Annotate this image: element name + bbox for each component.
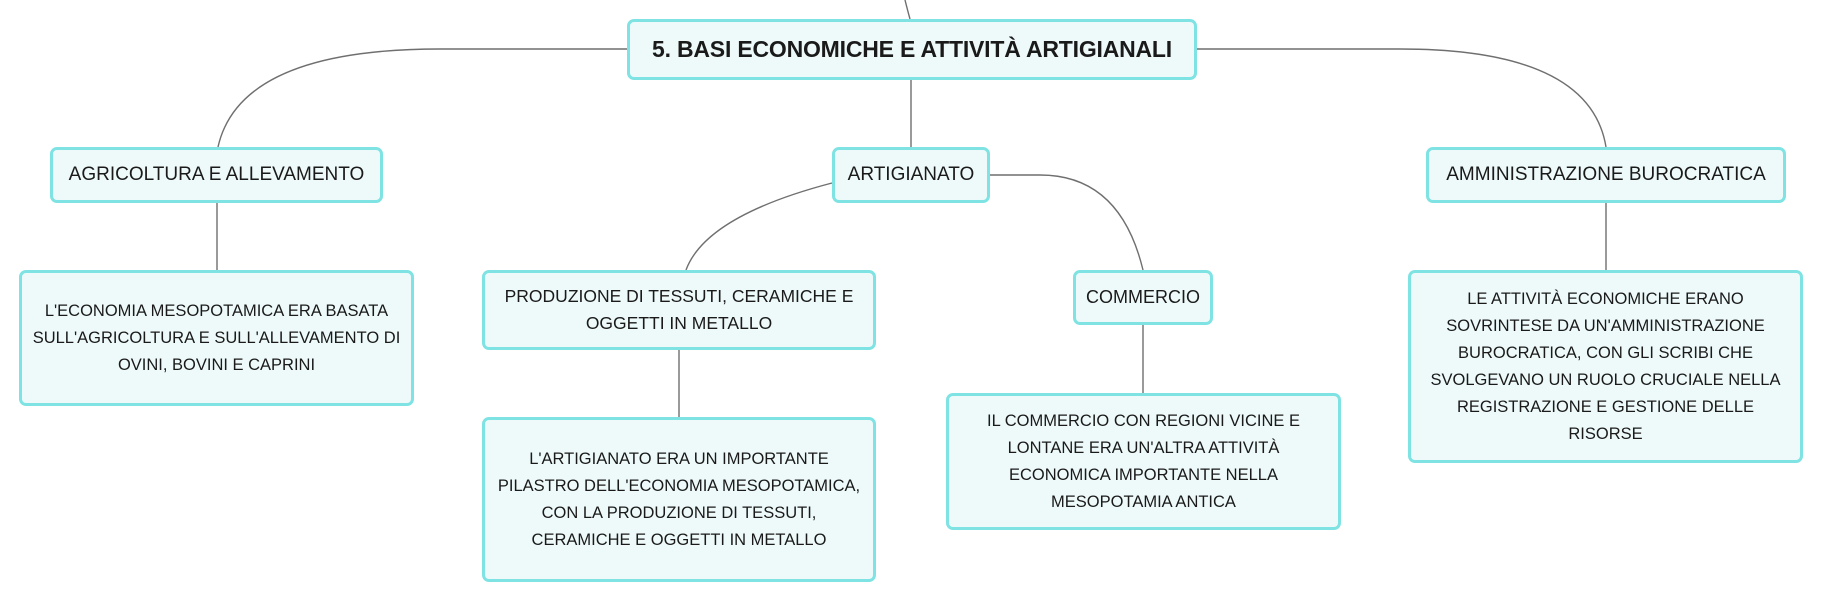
subtopic-commercio[interactable]: COMMERCIO xyxy=(1073,270,1213,325)
detail-agricoltura-text: L'ECONOMIA MESOPOTAMICA ERA BASATA SULL'… xyxy=(32,301,401,374)
subtopic-commercio-label: COMMERCIO xyxy=(1086,287,1200,307)
topic-amministrazione[interactable]: AMMINISTRAZIONE BUROCRATICA xyxy=(1426,147,1786,203)
topic-amministrazione-label: AMMINISTRAZIONE BUROCRATICA xyxy=(1446,164,1766,185)
connector-parent-to-root xyxy=(904,0,911,20)
topic-artigianato-label: ARTIGIANATO xyxy=(847,164,975,185)
detail-commercio[interactable]: IL COMMERCIO CON REGIONI VICINE E LONTAN… xyxy=(946,393,1341,530)
topic-artigianato[interactable]: ARTIGIANATO xyxy=(832,147,990,203)
root-topic[interactable]: 5. BASI ECONOMICHE E ATTIVITÀ ARTIGIANAL… xyxy=(627,19,1197,80)
topic-agricoltura[interactable]: AGRICOLTURA E ALLEVAMENTO xyxy=(50,147,383,203)
topic-agricoltura-label: AGRICOLTURA E ALLEVAMENTO xyxy=(68,164,365,185)
detail-produzione-text: L'ARTIGIANATO ERA UN IMPORTANTE PILASTRO… xyxy=(497,449,861,549)
detail-commercio-text: IL COMMERCIO CON REGIONI VICINE E LONTAN… xyxy=(987,411,1300,511)
root-topic-label: 5. BASI ECONOMICHE E ATTIVITÀ ARTIGIANAL… xyxy=(652,36,1172,62)
detail-produzione[interactable]: L'ARTIGIANATO ERA UN IMPORTANTE PILASTRO… xyxy=(482,417,876,582)
connector-artigianato-to-commercio xyxy=(990,174,1144,271)
connector-artigianato-to-produzione xyxy=(685,182,833,271)
detail-amministrazione-text: LE ATTIVITÀ ECONOMICHE ERANO SOVRINTESE … xyxy=(1430,289,1781,443)
detail-agricoltura[interactable]: L'ECONOMIA MESOPOTAMICA ERA BASATA SULL'… xyxy=(19,270,414,406)
subtopic-produzione-label: PRODUZIONE DI TESSUTI, CERAMICHE E OGGET… xyxy=(504,286,854,333)
connector-root-to-amministrazione xyxy=(1197,48,1607,148)
connector-root-to-agricoltura xyxy=(217,48,627,148)
subtopic-produzione[interactable]: PRODUZIONE DI TESSUTI, CERAMICHE E OGGET… xyxy=(482,270,876,350)
detail-amministrazione[interactable]: LE ATTIVITÀ ECONOMICHE ERANO SOVRINTESE … xyxy=(1408,270,1803,463)
